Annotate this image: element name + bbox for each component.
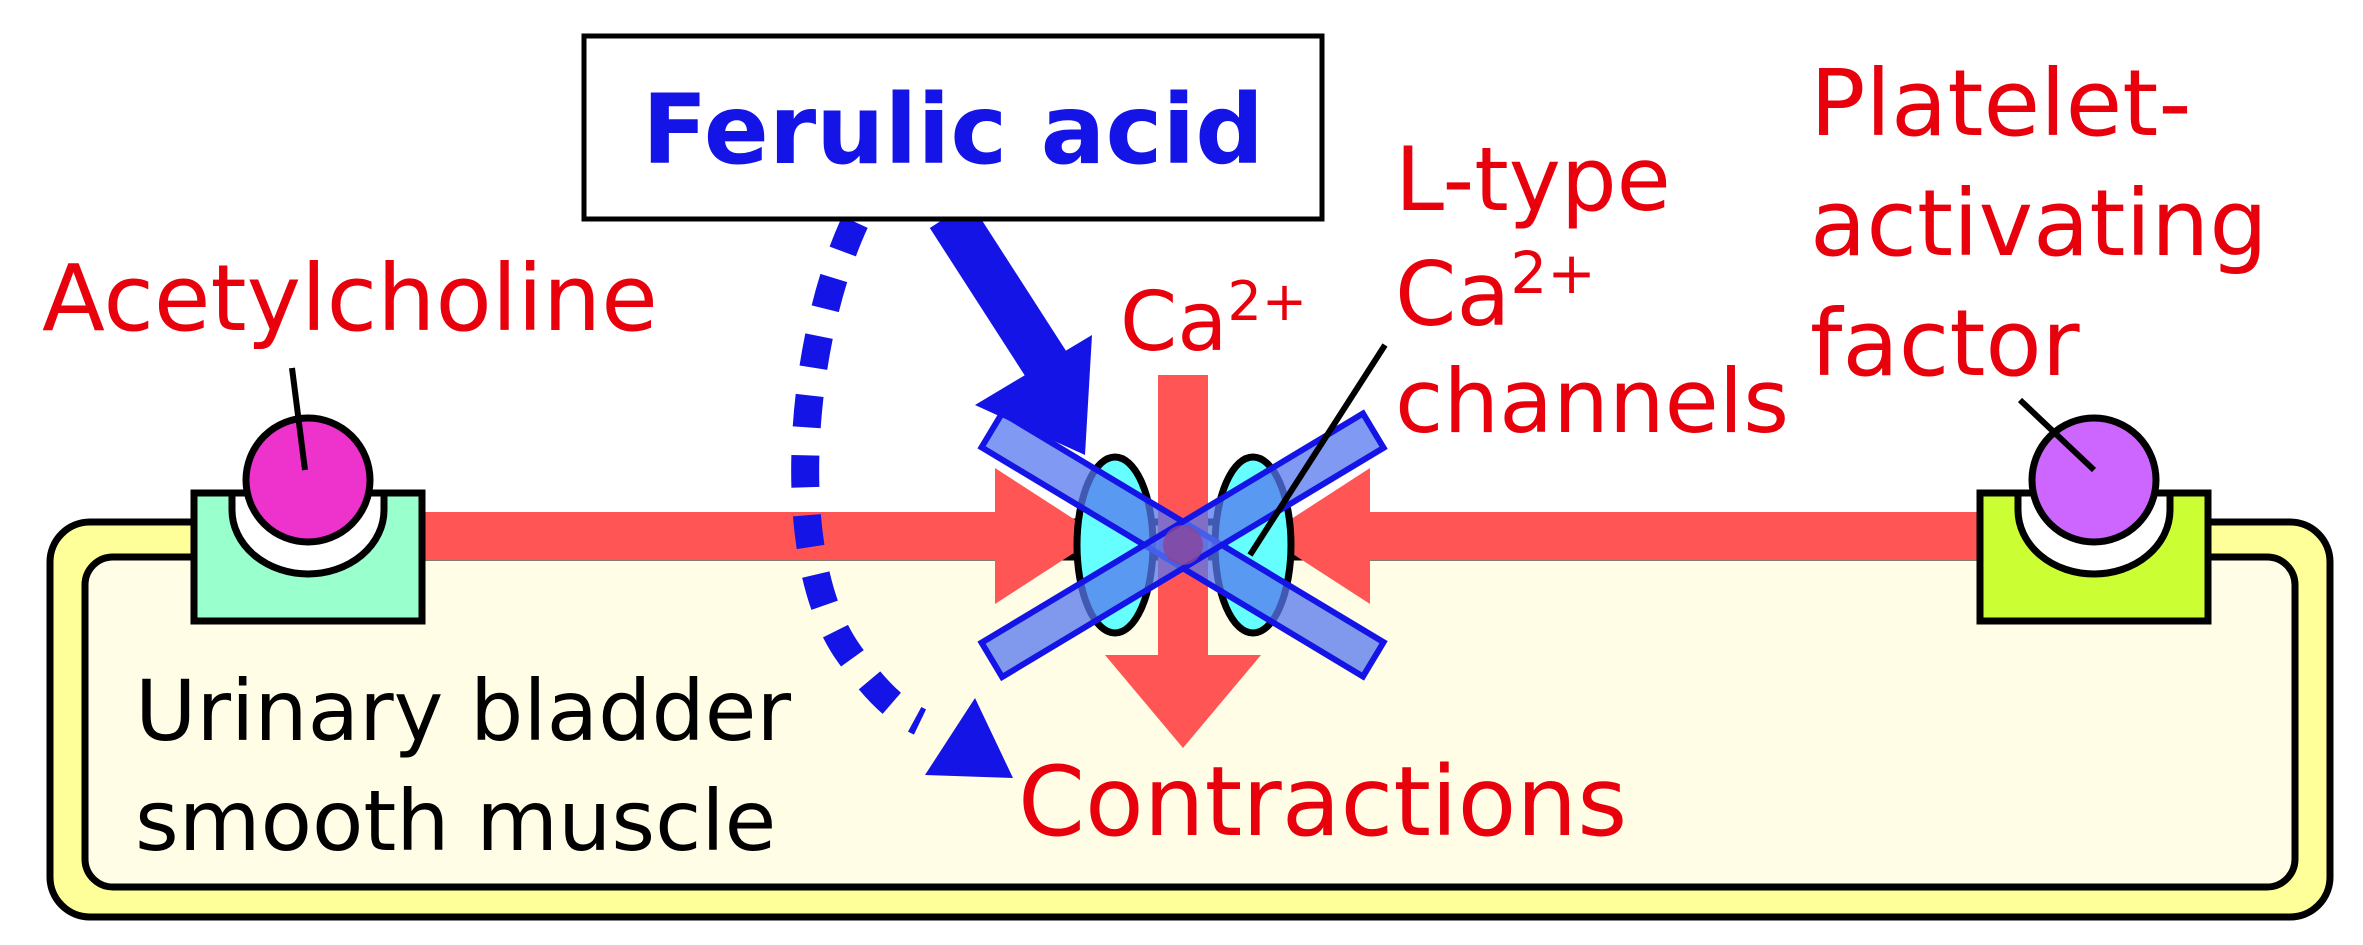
ferulic-acid-direct-arrow	[929, 202, 1092, 455]
acetylcholine-ligand	[242, 414, 374, 546]
paf-signal-arrowhead	[1265, 468, 1370, 604]
ltype-ca-text: Ca	[1395, 243, 1510, 346]
paf-label-line3: factor	[1810, 290, 2080, 397]
paf-ligand	[2028, 414, 2160, 546]
paf-signal-shaft	[1360, 512, 1985, 560]
paf-label-line2: activating	[1810, 170, 2268, 277]
cell-label-line2: smooth muscle	[135, 772, 776, 870]
acetylcholine-signal-arrowhead	[995, 468, 1100, 604]
ltype-label-line2: Ca2+	[1395, 239, 1596, 346]
calcium-ion-text: Ca	[1120, 275, 1228, 370]
calcium-channel-pointer	[1247, 343, 1388, 557]
acetylcholine-signal-shaft	[420, 512, 1020, 560]
cell-label-line1: Urinary bladder	[135, 662, 791, 760]
acetylcholine-label: Acetylcholine	[42, 245, 658, 352]
acetylcholine-pointer	[289, 367, 308, 471]
paf-label-line1: Platelet-	[1810, 50, 2192, 157]
inhibition-cross	[977, 408, 1388, 682]
ferulic-acid-indirect-arrow	[791, 216, 1013, 778]
calcium-ion-superscript: 2+	[1228, 270, 1308, 333]
calcium-influx-arrowhead	[1105, 655, 1261, 748]
ltype-label-line3: channels	[1395, 350, 1789, 453]
ferulic-acid-title: Ferulic acid	[642, 74, 1264, 186]
contractions-label: Contractions	[1018, 746, 1627, 858]
paf-pointer	[2017, 397, 2097, 473]
ltype-label-line1: L-type	[1395, 128, 1671, 231]
ferulic-acid-box	[581, 33, 1325, 222]
calcium-ion-label: Ca2+	[1120, 270, 1307, 370]
ltype-ca-superscript: 2+	[1510, 239, 1596, 307]
